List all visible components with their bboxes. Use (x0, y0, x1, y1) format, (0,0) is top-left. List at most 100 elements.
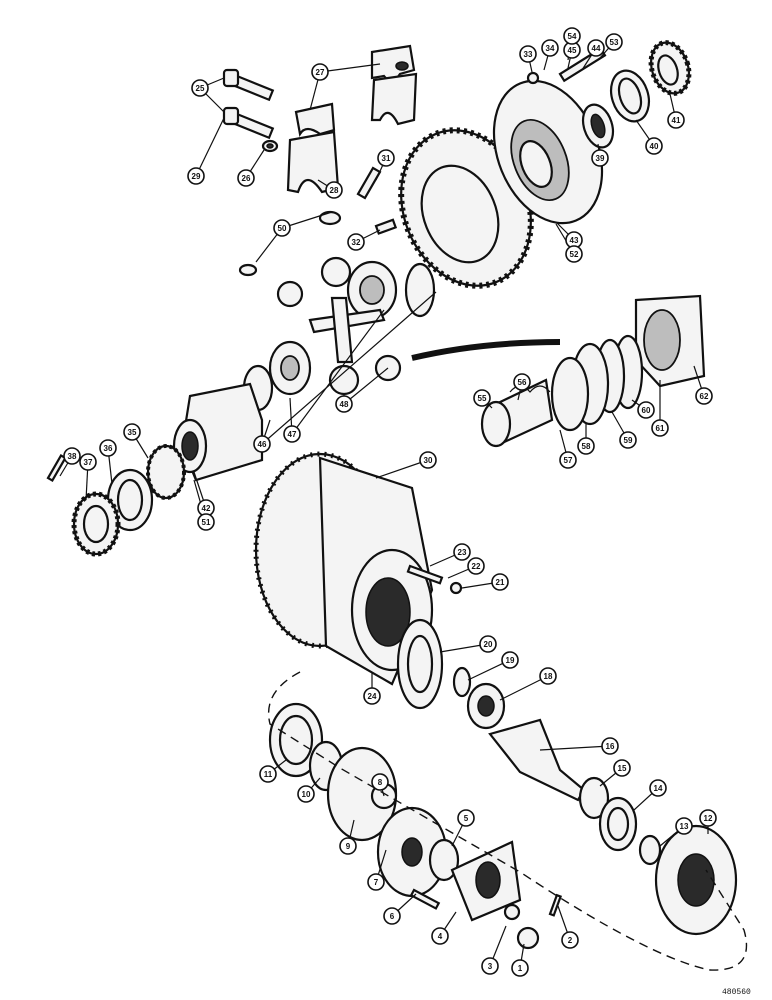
callout-bubble (695, 387, 713, 405)
callout-number: 21 (496, 578, 505, 587)
callout-32: 32 (347, 233, 365, 251)
callout-number: 22 (472, 562, 481, 571)
callout-bubble (325, 181, 343, 199)
leader-line-29 (195, 117, 225, 177)
callout-bubble (601, 737, 619, 755)
callout-bubble (431, 927, 449, 945)
callout-bubble (519, 45, 537, 63)
callout-30: 30 (419, 451, 437, 469)
upper-bearing-stack (526, 40, 692, 149)
callout-number: 25 (196, 84, 205, 93)
callout-52: 52 (565, 245, 583, 263)
pinion-bearing-stack (396, 618, 738, 936)
callout-28: 28 (325, 181, 343, 199)
callout-56: 56 (513, 373, 531, 391)
axle-housing (253, 451, 463, 686)
callout-47: 47 (283, 425, 301, 443)
callout-number: 51 (202, 518, 211, 527)
callout-bubble (123, 423, 141, 441)
callout-bubble (591, 149, 609, 167)
callout-bubble (99, 439, 117, 457)
callout-number: 36 (104, 444, 113, 453)
callout-bubble (491, 573, 509, 591)
callout-number: 60 (642, 406, 651, 415)
callout-number: 15 (618, 764, 627, 773)
callout-62: 62 (695, 387, 713, 405)
callout-bubble (419, 451, 437, 469)
callout-number: 13 (680, 822, 689, 831)
callout-number: 56 (518, 378, 527, 387)
callout-4: 4 (431, 927, 449, 945)
callout-bubble (541, 39, 559, 57)
callout-bubble (637, 401, 655, 419)
callout-bubble (377, 149, 395, 167)
callout-number: 43 (570, 236, 579, 245)
callout-bubble (197, 513, 215, 531)
callout-10: 10 (297, 785, 315, 803)
callout-bubble (79, 453, 97, 471)
callout-number: 23 (458, 548, 467, 557)
callout-number: 29 (192, 172, 201, 181)
callout-number: 42 (202, 504, 211, 513)
callout-number: 59 (624, 436, 633, 445)
callout-number: 14 (654, 784, 663, 793)
callout-2: 2 (561, 931, 579, 949)
callout-50: 50 (273, 219, 291, 237)
callout-53: 53 (605, 33, 623, 51)
callout-bubble (513, 373, 531, 391)
callout-bubble (335, 395, 353, 413)
callout-29: 29 (187, 167, 205, 185)
callout-labels: 1234567891011121314151618192021222324252… (63, 27, 717, 977)
callout-bubble (311, 63, 329, 81)
callout-51: 51 (197, 513, 215, 531)
callout-bubble (501, 651, 519, 669)
callout-bubble (191, 79, 209, 97)
callout-number: 9 (346, 842, 351, 851)
callout-16: 16 (601, 737, 619, 755)
callout-number: 53 (610, 38, 619, 47)
callout-number: 11 (264, 770, 273, 779)
callout-number: 16 (606, 742, 615, 751)
callout-9: 9 (339, 837, 357, 855)
callout-bubble (63, 447, 81, 465)
callout-number: 40 (650, 142, 659, 151)
callout-number: 61 (656, 424, 665, 433)
callout-number: 33 (524, 50, 533, 59)
callout-bubble (371, 773, 389, 791)
callout-number: 10 (302, 790, 311, 799)
callout-bubble (587, 39, 605, 57)
callout-number: 18 (544, 672, 553, 681)
callout-19: 19 (501, 651, 519, 669)
callout-44: 44 (587, 39, 605, 57)
callout-number: 39 (596, 154, 605, 163)
callout-number: 44 (592, 44, 601, 53)
callout-bubble (467, 557, 485, 575)
callout-bubble (363, 687, 381, 705)
callout-37: 37 (79, 453, 97, 471)
callout-15: 15 (613, 759, 631, 777)
callout-bubble (539, 667, 557, 685)
callout-41: 41 (667, 111, 685, 129)
callout-48: 48 (335, 395, 353, 413)
clutch-assembly (411, 294, 706, 448)
callout-33: 33 (519, 45, 537, 63)
callout-54: 54 (563, 27, 581, 45)
callout-bubble (675, 817, 693, 835)
callout-number: 26 (242, 174, 251, 183)
callout-bubble (699, 809, 717, 827)
assembly-outline (268, 671, 748, 971)
callout-13: 13 (675, 817, 693, 835)
callout-61: 61 (651, 419, 669, 437)
callout-18: 18 (539, 667, 557, 685)
callout-bubble (273, 219, 291, 237)
callout-number: 54 (568, 32, 577, 41)
left-differential-assembly (46, 382, 264, 557)
figure-id: 480560 (722, 988, 751, 997)
callout-bubble (563, 27, 581, 45)
callout-bubble (565, 245, 583, 263)
callout-number: 30 (424, 456, 433, 465)
callout-number: 46 (258, 440, 267, 449)
leader-line-48 (343, 367, 389, 405)
callout-number: 6 (390, 912, 395, 921)
